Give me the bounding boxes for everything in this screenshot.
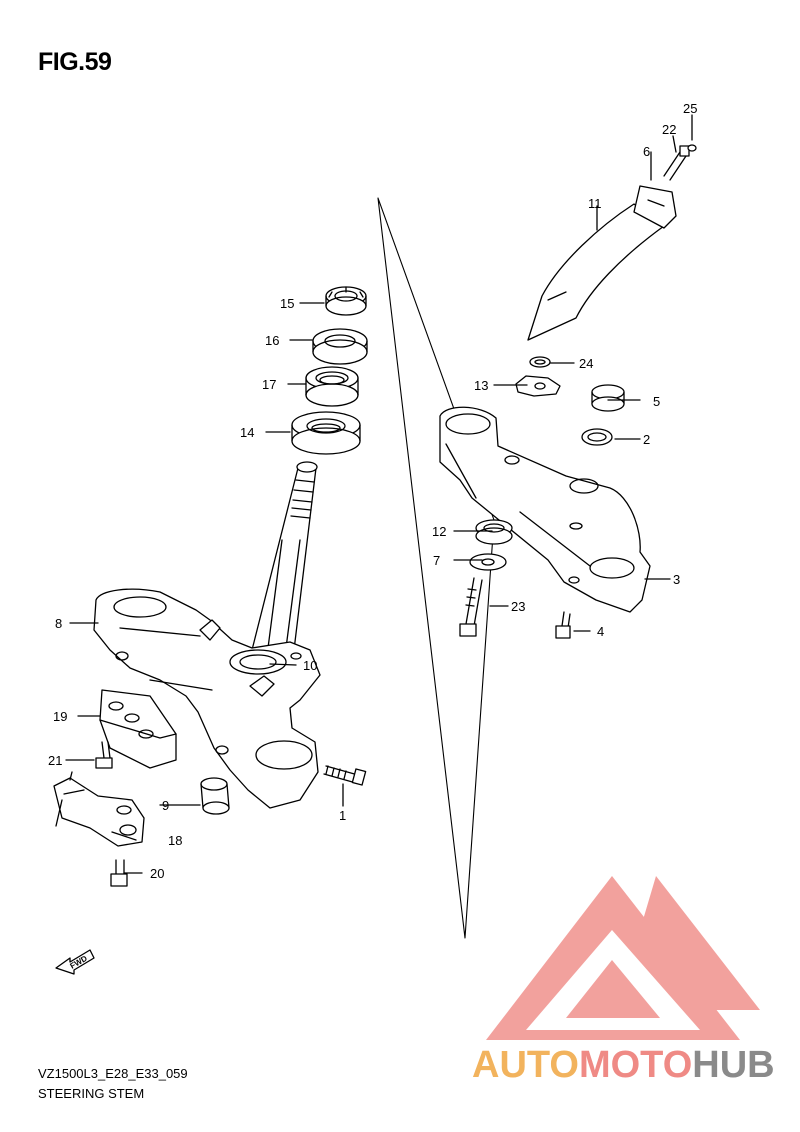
washer-25-part bbox=[687, 144, 697, 152]
handlebar-cover-part bbox=[527, 203, 665, 341]
callout-4: 4 bbox=[597, 624, 604, 639]
plate-part bbox=[515, 375, 561, 397]
watermark-hub: HUB bbox=[692, 1044, 775, 1086]
steering-stem-shaft bbox=[251, 461, 318, 651]
upper-bearing-part bbox=[305, 366, 359, 407]
callout-19: 19 bbox=[53, 709, 67, 724]
callout-16: 16 bbox=[265, 333, 279, 348]
callout-20: 20 bbox=[150, 866, 164, 881]
bolt-1-part bbox=[323, 765, 367, 786]
callout-11: 11 bbox=[588, 196, 602, 211]
washer-24-part bbox=[529, 356, 551, 368]
steering-stem-nut-part bbox=[325, 286, 367, 316]
callout-8: 8 bbox=[55, 616, 62, 631]
callout-22: 22 bbox=[662, 122, 676, 137]
callout-21: 21 bbox=[48, 753, 62, 768]
bolt-4-part bbox=[555, 611, 571, 639]
callout-3: 3 bbox=[673, 572, 680, 587]
watermark-moto: MOTO bbox=[578, 1044, 693, 1086]
callout-9: 9 bbox=[162, 798, 169, 813]
washer-2-part bbox=[581, 428, 613, 446]
group-outline-triangle bbox=[377, 197, 495, 939]
callout-12: 12 bbox=[432, 524, 446, 539]
washer-7-part bbox=[469, 553, 507, 571]
callout-1: 1 bbox=[339, 808, 346, 823]
model-code: VZ1500L3_E28_E33_059 bbox=[38, 1066, 188, 1081]
fwd-arrow-icon bbox=[55, 949, 95, 975]
callout-10: 10 bbox=[303, 658, 317, 673]
bushing-part bbox=[200, 777, 230, 815]
watermark-auto: AUTO bbox=[472, 1044, 579, 1086]
callout-6: 6 bbox=[643, 144, 650, 159]
callout-24: 24 bbox=[579, 356, 593, 371]
bolt-20-part bbox=[110, 859, 128, 887]
callout-25: 25 bbox=[683, 101, 697, 116]
upper-bracket-part bbox=[439, 406, 651, 613]
callout-23: 23 bbox=[511, 599, 525, 614]
callout-labels: 1 2 3 4 5 6 7 8 9 10 11 12 13 14 15 16 1… bbox=[48, 101, 697, 971]
lower-bracket-part bbox=[93, 588, 321, 809]
bolt-22-part bbox=[663, 145, 690, 181]
bolt-21-part bbox=[95, 741, 113, 769]
cable-bracket-part bbox=[53, 771, 145, 847]
bolt-23-part bbox=[459, 577, 483, 637]
callout-18: 18 bbox=[168, 833, 182, 848]
damper-part bbox=[633, 185, 677, 229]
watermark-logo-icon bbox=[486, 876, 760, 1040]
callout-14: 14 bbox=[240, 425, 254, 440]
cap-part bbox=[591, 384, 625, 412]
dust-seal-part bbox=[312, 328, 368, 365]
callout-2: 2 bbox=[643, 432, 650, 447]
callout-13: 13 bbox=[474, 378, 488, 393]
callout-7: 7 bbox=[433, 553, 440, 568]
seal-part bbox=[475, 519, 513, 545]
watermark-text: AUTOMOTOHUB bbox=[472, 1044, 775, 1087]
callout-17: 17 bbox=[262, 377, 276, 392]
callout-15: 15 bbox=[280, 296, 294, 311]
section-name: STEERING STEM bbox=[38, 1086, 145, 1101]
callout-5: 5 bbox=[653, 394, 660, 409]
lower-bearing-part bbox=[291, 411, 361, 455]
figure-title: FIG.59 bbox=[38, 48, 112, 76]
handlebar-holder-part bbox=[99, 689, 177, 769]
